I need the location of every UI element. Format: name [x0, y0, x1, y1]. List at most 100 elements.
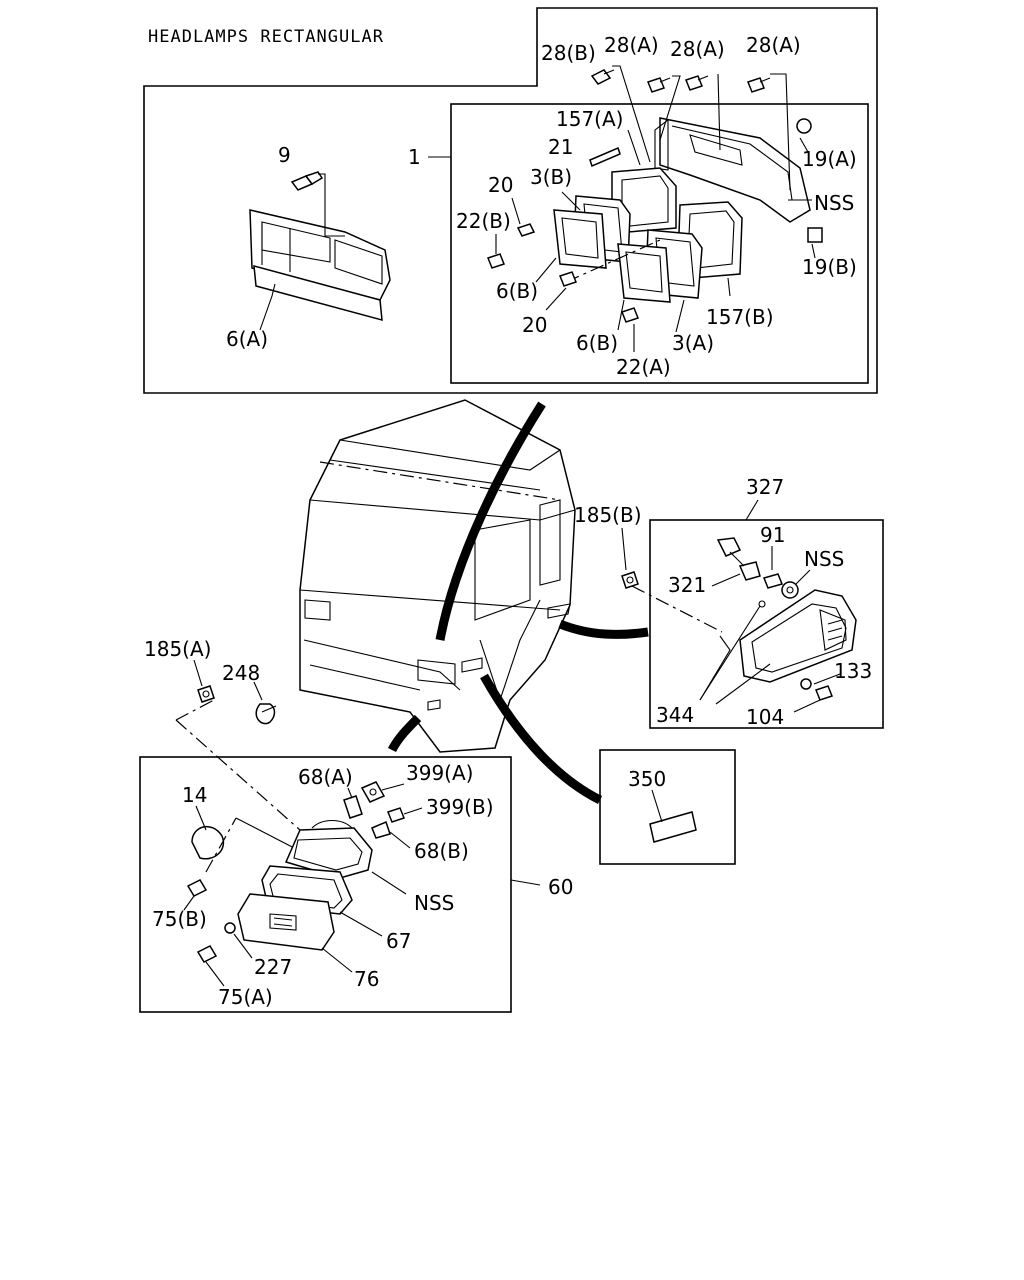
label-185b: 185(B)	[574, 503, 642, 527]
label-350: 350	[628, 767, 666, 791]
leader-19b	[811, 243, 816, 259]
label-19b: 19(B)	[802, 255, 857, 279]
label-22b: 22(B)	[456, 209, 511, 233]
leader-28a-1	[659, 75, 681, 141]
label-68a: 68(A)	[298, 765, 353, 789]
bolt-28a-3	[747, 77, 771, 93]
label-248: 248	[222, 661, 260, 685]
leader-19a	[799, 137, 809, 153]
leader-327	[745, 499, 759, 521]
label-9: 9	[278, 143, 291, 167]
leader-6b-bottom	[617, 299, 625, 331]
label-6a: 6(A)	[226, 327, 268, 351]
leader-28a-3	[770, 73, 791, 191]
label-104: 104	[746, 705, 784, 729]
leader-344-b	[699, 635, 731, 701]
gasket-344	[758, 600, 766, 608]
screw-75a	[196, 945, 218, 963]
leader-67	[339, 911, 383, 937]
rim-6b-left	[553, 209, 607, 269]
leader-28a-2	[717, 73, 721, 151]
screw-20-top	[516, 223, 536, 237]
center-line-185a-a	[175, 699, 215, 721]
bolt-28a-1	[647, 77, 671, 93]
leader-248	[253, 681, 263, 701]
diagram-title: HEADLAMPS RECTANGULAR	[148, 27, 384, 47]
bulb-91	[762, 573, 784, 589]
seal-nss-right	[781, 581, 799, 599]
headlamp-bracket	[654, 117, 811, 223]
leader-227	[233, 933, 253, 959]
leader-75b	[183, 895, 195, 911]
part-labels: 28(B) 28(A) 28(A) 28(A) 157(A) 21 1 9 20…	[144, 33, 872, 1009]
clip-19a	[796, 118, 812, 134]
leader-399b	[403, 807, 423, 815]
leader-350	[651, 789, 663, 823]
label-19a: 19(A)	[802, 147, 857, 171]
washer-133	[800, 678, 812, 690]
socket-321	[716, 537, 761, 581]
leader-9	[318, 173, 345, 237]
bulb-68b	[371, 820, 391, 839]
leader-20-bottom	[545, 287, 567, 311]
label-157a: 157(A)	[556, 107, 623, 131]
clip-185a	[197, 685, 215, 703]
label-3a: 3(A)	[672, 331, 714, 355]
label-67: 67	[386, 929, 411, 953]
label-22a: 22(A)	[616, 355, 671, 379]
bolt-28a-2	[685, 75, 709, 91]
label-185a: 185(A)	[144, 637, 211, 661]
center-line-14	[205, 817, 237, 873]
center-line-185b	[631, 585, 723, 633]
leader-6b-left	[535, 257, 557, 283]
leader-321	[711, 573, 741, 587]
label-28a-1: 28(A)	[604, 33, 659, 57]
leader-399a	[381, 783, 405, 791]
callout-curve-350	[480, 673, 603, 805]
label-20-top: 20	[488, 173, 513, 197]
leader-68b	[389, 831, 411, 849]
label-350-frame	[599, 749, 736, 865]
leader-60	[510, 879, 541, 886]
label-91: 91	[760, 523, 785, 547]
label-28a-3: 28(A)	[746, 33, 801, 57]
leader-104	[793, 699, 821, 713]
bezel-6a	[249, 209, 391, 322]
headlamp-group-frame	[143, 7, 878, 394]
lens-76	[237, 893, 335, 951]
cab-centerline	[319, 461, 561, 501]
leader-28b	[612, 65, 651, 163]
screw-20-bottom	[559, 271, 577, 287]
leader-nss-right	[795, 569, 811, 585]
leader-133	[813, 673, 841, 685]
socket-399b	[387, 807, 405, 823]
socket-399a	[360, 781, 386, 803]
label-75b: 75(B)	[152, 907, 207, 931]
callout-curve-right	[558, 619, 649, 639]
label-321: 321	[668, 573, 706, 597]
leader-185a	[193, 659, 203, 687]
label-344: 344	[656, 703, 694, 727]
label-399b: 399(B)	[426, 795, 494, 819]
label-227: 227	[254, 955, 292, 979]
rim-6b-bottom	[617, 243, 671, 303]
label-157b: 157(B)	[706, 305, 774, 329]
callout-curve-top	[435, 401, 546, 641]
label-28b: 28(B)	[541, 41, 596, 65]
label-nss-top: NSS	[814, 191, 854, 215]
label-76: 76	[354, 967, 379, 991]
reflector-350	[649, 811, 697, 843]
label-60: 60	[548, 875, 573, 899]
label-75a: 75(A)	[218, 985, 273, 1009]
bolt-28b	[590, 69, 615, 85]
leader-20-top	[511, 197, 521, 225]
label-399a: 399(A)	[406, 761, 473, 785]
label-3b: 3(B)	[530, 165, 572, 189]
leader-157b	[727, 277, 731, 297]
screw-104	[815, 685, 833, 701]
clip-185b	[621, 571, 639, 589]
label-14: 14	[182, 783, 207, 807]
leader-nss-bottom	[371, 871, 407, 895]
clip-248	[255, 703, 277, 725]
leader-157a	[627, 129, 641, 166]
